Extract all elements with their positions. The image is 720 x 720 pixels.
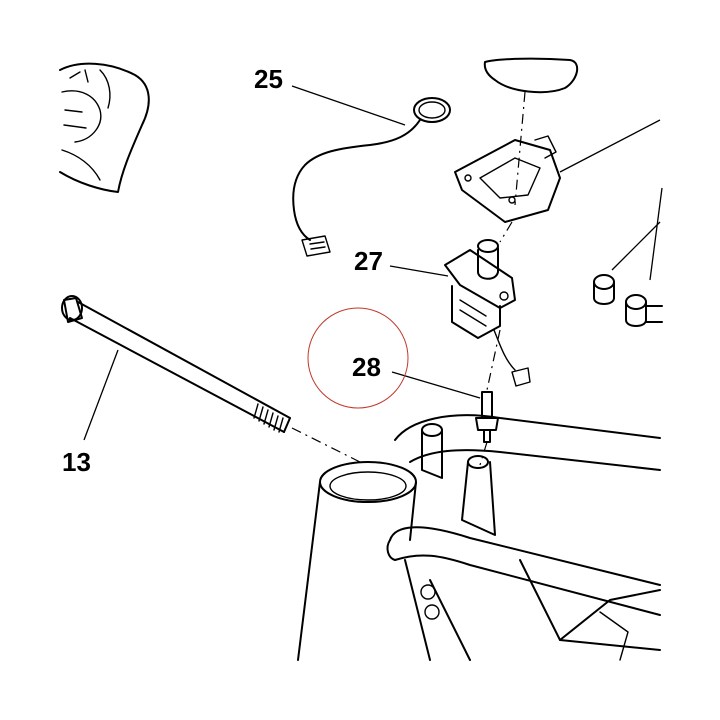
leader-lines (83, 85, 481, 441)
housing-part-top-left (59, 62, 150, 193)
callout-13: 13 (62, 447, 91, 477)
part-28-pin (475, 391, 499, 466)
part-13-bolt (61, 295, 361, 463)
fitting-right-lower (625, 187, 663, 327)
motorcycle-frame (297, 414, 661, 661)
part-25-wire-harness (292, 97, 451, 257)
bracket-plate (454, 119, 661, 223)
callout-25: 25 (254, 64, 283, 94)
part-27-sensor-assembly (444, 221, 531, 391)
housing-part-top-right (483, 57, 579, 206)
callout-27: 27 (354, 246, 383, 276)
highlight-circle (307, 307, 409, 409)
fitting-right-upper (593, 221, 661, 305)
callout-28: 28 (352, 352, 381, 382)
